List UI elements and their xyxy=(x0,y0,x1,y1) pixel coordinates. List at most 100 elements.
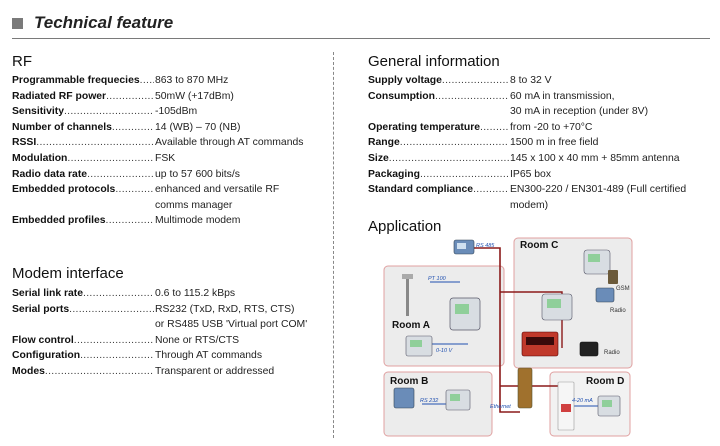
general-row-value: 60 mA in transmission,30 mA in reception… xyxy=(509,89,712,120)
rf-row: Radiated RF power.......................… xyxy=(12,89,312,105)
room-c-label: Room C xyxy=(520,240,558,251)
general-row: Standard compliance.....................… xyxy=(368,182,712,213)
modem-row-value: RS232 (TxD, RxD, RTS, CTS)or RS485 USB '… xyxy=(154,302,312,333)
rf-row-value: up to 57 600 bits/s xyxy=(154,167,312,183)
spec-value-line: 60 mA in transmission, xyxy=(510,90,615,102)
general-row-value: 8 to 32 V xyxy=(509,73,712,89)
rf-row: Number of channels......................… xyxy=(12,120,312,136)
rf-row-value: 863 to 870 MHz xyxy=(154,73,312,89)
spec-label-text: Supply voltage xyxy=(368,75,442,86)
rf-row: RSSI....................................… xyxy=(12,135,312,151)
general-row: Packaging...............................… xyxy=(368,167,712,183)
room-b-device-icon xyxy=(393,387,471,411)
gsm-label: GSM xyxy=(616,286,630,292)
dot-leader: ........................................… xyxy=(139,75,154,86)
spec-label-text: Embedded protocols xyxy=(12,184,116,196)
spec-value-line: 145 x 100 x 40 mm + 85mm antenna xyxy=(510,152,680,164)
modem-row-label: Serial ports............................… xyxy=(12,302,154,333)
dot-leader: ........................................… xyxy=(480,121,509,133)
general-row: Operating temperature...................… xyxy=(368,120,712,136)
general-row-label: Range...................................… xyxy=(368,135,509,151)
modem-row: Serial ports............................… xyxy=(12,302,312,333)
room-a-transmitter-icon xyxy=(449,297,481,331)
room-a-meter-icon xyxy=(405,335,433,357)
general-row-label: Consumption.............................… xyxy=(368,89,509,120)
rf-row-label: Radio data rate.........................… xyxy=(12,167,154,183)
spec-value-line: Multimode modem xyxy=(155,215,241,227)
general-row-value: EN300-220 / EN301-489 (Full certified mo… xyxy=(509,182,712,213)
room-c-transmitter-icon xyxy=(583,249,611,275)
spec-label-text: Number of channels xyxy=(12,121,112,133)
spec-label-text: Radiated RF power xyxy=(12,90,107,102)
modem-row-value: Through AT commands xyxy=(154,348,312,364)
spec-label-text: Programmable frequecies xyxy=(12,75,140,86)
spec-label-text: Modulation xyxy=(12,152,68,164)
pt100-tag: PT 100 xyxy=(428,276,447,282)
spec-value-line: RS232 (TxD, RxD, RTS, CTS) xyxy=(155,303,295,315)
ethernet-tag: Ethernet xyxy=(490,404,511,410)
radio-modem-icon-2 xyxy=(579,341,599,357)
spec-value-line: comms manager xyxy=(155,199,233,211)
spec-label-text: Consumption xyxy=(368,90,435,102)
general-spec-list: Supply voltage..........................… xyxy=(368,73,712,213)
header-square-icon xyxy=(12,17,23,29)
spec-value-line: 863 to 870 MHz xyxy=(155,75,229,86)
modem-title: Modem interface xyxy=(12,265,124,282)
cable-room-c xyxy=(500,291,563,348)
rf-row-value: Available through AT commands xyxy=(154,135,312,151)
spec-label-text: Size xyxy=(368,152,389,164)
rf-row-label: Radiated RF power.......................… xyxy=(12,89,154,105)
ma420-tag: 4-20 mA xyxy=(572,398,593,404)
rf-row: Modulation..............................… xyxy=(12,151,312,167)
rf-row-label: Modulation..............................… xyxy=(12,151,154,167)
modem-row: Modes...................................… xyxy=(12,364,312,380)
gsm-antenna-icon xyxy=(608,270,618,284)
rs485-tag: RS 485 xyxy=(476,243,495,249)
dot-leader: ........................................… xyxy=(44,365,154,377)
application-diagram: Room A Room C Room B Room D RS 485 PT 10… xyxy=(372,236,710,440)
rs232-tag: RS 232 xyxy=(420,398,438,404)
header-rule xyxy=(12,38,710,39)
room-c-meter-icon xyxy=(541,293,573,321)
spec-value-line: Transparent or addressed xyxy=(155,365,275,377)
rf-row-value: 50mW (+17dBm) xyxy=(154,89,312,105)
general-row-value: 1500 m in free field xyxy=(509,135,712,151)
dot-leader: ........................................… xyxy=(73,334,154,346)
spec-value-line: up to 57 600 bits/s xyxy=(155,168,240,180)
dot-leader: ........................................… xyxy=(434,90,509,102)
room-b-label: Room B xyxy=(390,376,428,387)
rf-row: Radio data rate.........................… xyxy=(12,167,312,183)
general-row: Supply voltage..........................… xyxy=(368,73,712,89)
room-a-probe-icon xyxy=(402,274,413,316)
rf-row: Embedded profiles.......................… xyxy=(12,213,312,229)
rf-row: Programmable frequecies.................… xyxy=(12,73,312,89)
modem-row-label: Flow control............................… xyxy=(12,333,154,349)
rf-row-value: 14 (WB) – 70 (NB) xyxy=(154,120,312,136)
rf-row-label: RSSI....................................… xyxy=(12,135,154,151)
dot-leader: ........................................… xyxy=(63,106,154,118)
page-title: Technical feature xyxy=(34,13,174,32)
spec-value-line: 8 to 32 V xyxy=(510,75,552,86)
dot-leader: ........................................… xyxy=(473,184,509,196)
modem-row-value: Transparent or addressed xyxy=(154,364,312,380)
spec-label-text: Modes xyxy=(12,365,45,377)
general-row-label: Size....................................… xyxy=(368,151,509,167)
dot-leader: ........................................… xyxy=(105,215,154,227)
general-row-label: Operating temperature...................… xyxy=(368,120,509,136)
rf-row-label: Sensitivity.............................… xyxy=(12,104,154,120)
modem-row-label: Serial link rate........................… xyxy=(12,286,154,302)
modem-row: Serial link rate........................… xyxy=(12,286,312,302)
spec-value-line: EN300-220 / EN301-489 (Full certified mo… xyxy=(510,184,687,211)
room-d-label: Room D xyxy=(586,376,624,387)
rf-row-value: Multimode modem xyxy=(154,213,312,229)
spec-label-text: Embedded profiles xyxy=(12,215,106,227)
dot-leader: ........................................… xyxy=(388,152,509,164)
general-row-label: Supply voltage..........................… xyxy=(368,73,509,89)
spec-label-text: Serial ports xyxy=(12,303,70,315)
spec-value-line: FSK xyxy=(155,152,176,164)
spec-label-text: Configuration xyxy=(12,350,81,362)
modem-row-value: 0.6 to 115.2 kBps xyxy=(154,286,312,302)
spec-value-line: IP65 box xyxy=(510,168,552,180)
dot-leader: ........................................… xyxy=(80,350,154,362)
